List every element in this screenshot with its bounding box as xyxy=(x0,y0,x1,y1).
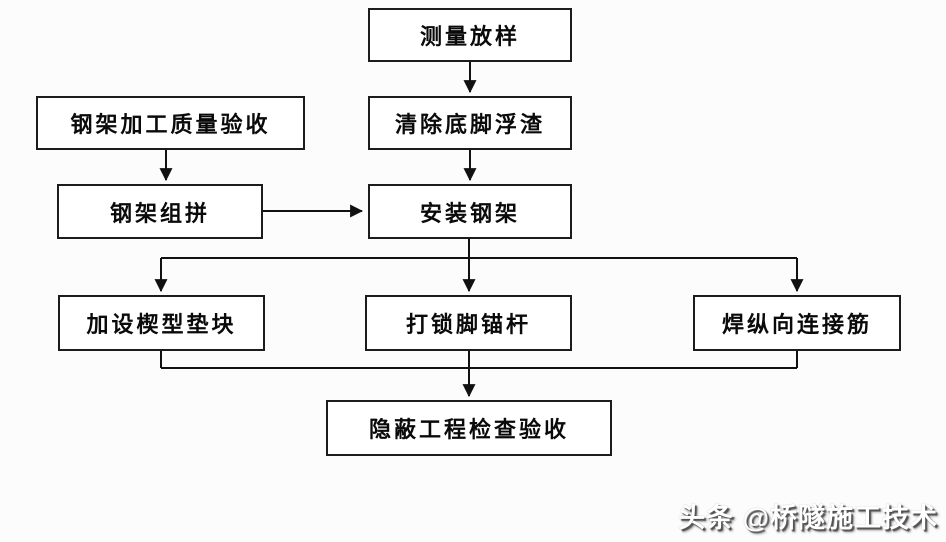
flow-node-anchor: 打锁脚锚杆 xyxy=(365,295,572,351)
flow-node-clear: 清除底脚浮渣 xyxy=(368,96,572,150)
flow-node-final: 隐蔽工程检查验收 xyxy=(326,400,612,456)
flow-node-weld: 焊纵向连接筋 xyxy=(693,295,901,351)
flow-node-install: 安装钢架 xyxy=(368,184,572,239)
flow-node-accept: 钢架加工质量验收 xyxy=(36,96,305,150)
toutiao-watermark: 头条 @桥隧施工技术 xyxy=(678,503,938,533)
flow-node-assemble: 钢架组拼 xyxy=(57,184,263,239)
flow-node-survey: 测量放样 xyxy=(368,8,572,62)
flow-node-wedge: 加设楔型垫块 xyxy=(58,295,265,351)
